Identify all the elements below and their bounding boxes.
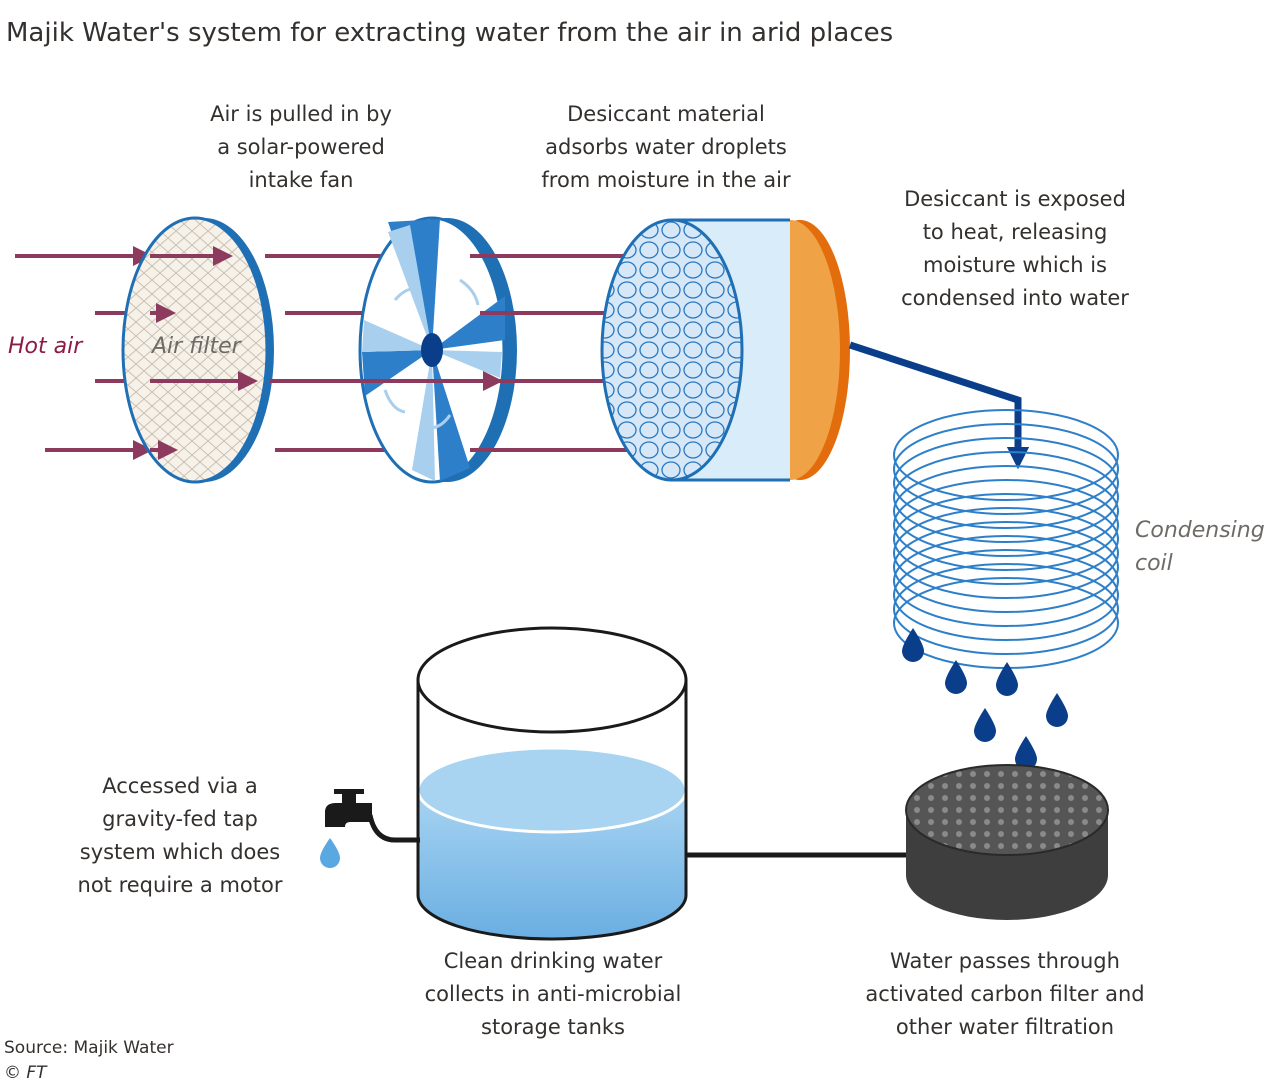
ft-credit: © FT [4,1063,47,1083]
coil-ring [893,479,1119,571]
desiccant-drum-icon [600,218,850,482]
tank-label: Clean drinking water collects in anti-mi… [424,949,682,1039]
tap-icon [320,789,420,868]
water-drop [996,662,1018,696]
hot-air-arrows-back [15,246,153,460]
desiccant-label: Desiccant material adsorbs water droplet… [541,102,791,192]
coil-ring [893,549,1119,641]
coil-ring [893,521,1119,613]
coil-ring [893,451,1119,543]
condensing-coil-icon [893,409,1119,669]
condensing-coil-label: Condensing coil [1135,518,1265,576]
hot-air-label: Hot air [8,334,83,359]
water-drop [974,708,996,742]
water-drop [1015,736,1037,770]
water-drop [1046,693,1068,727]
carbon-filter-label: Water passes through activated carbon fi… [865,949,1145,1039]
page-title: Majik Water's system for extracting wate… [6,18,894,48]
water-drop [945,660,967,694]
carbon-filter-icon [905,764,1109,920]
coil-ring [893,465,1119,557]
coil-ring [893,535,1119,627]
coil-ring [893,563,1119,655]
coil-ring [893,423,1119,515]
coil-ring [893,409,1119,501]
source-note: Source: Majik Water [4,1038,174,1058]
coil-ring [893,493,1119,585]
fan-label: Air is pulled in by a solar-powered inta… [210,102,392,192]
tap-label: Accessed via a gravity-fed tap system wh… [77,774,283,897]
moisture-pipe [848,341,1030,470]
water-drop [902,628,924,662]
coil-ring [893,507,1119,599]
air-filter-label: Air filter [152,334,241,359]
storage-tank-icon [416,626,688,941]
heat-label: Desiccant is exposed to heat, releasing … [901,187,1129,310]
air-filter-icon [121,216,274,484]
coil-ring [893,437,1119,529]
water-droplets [902,628,1068,770]
intake-fan-icon [358,216,517,484]
